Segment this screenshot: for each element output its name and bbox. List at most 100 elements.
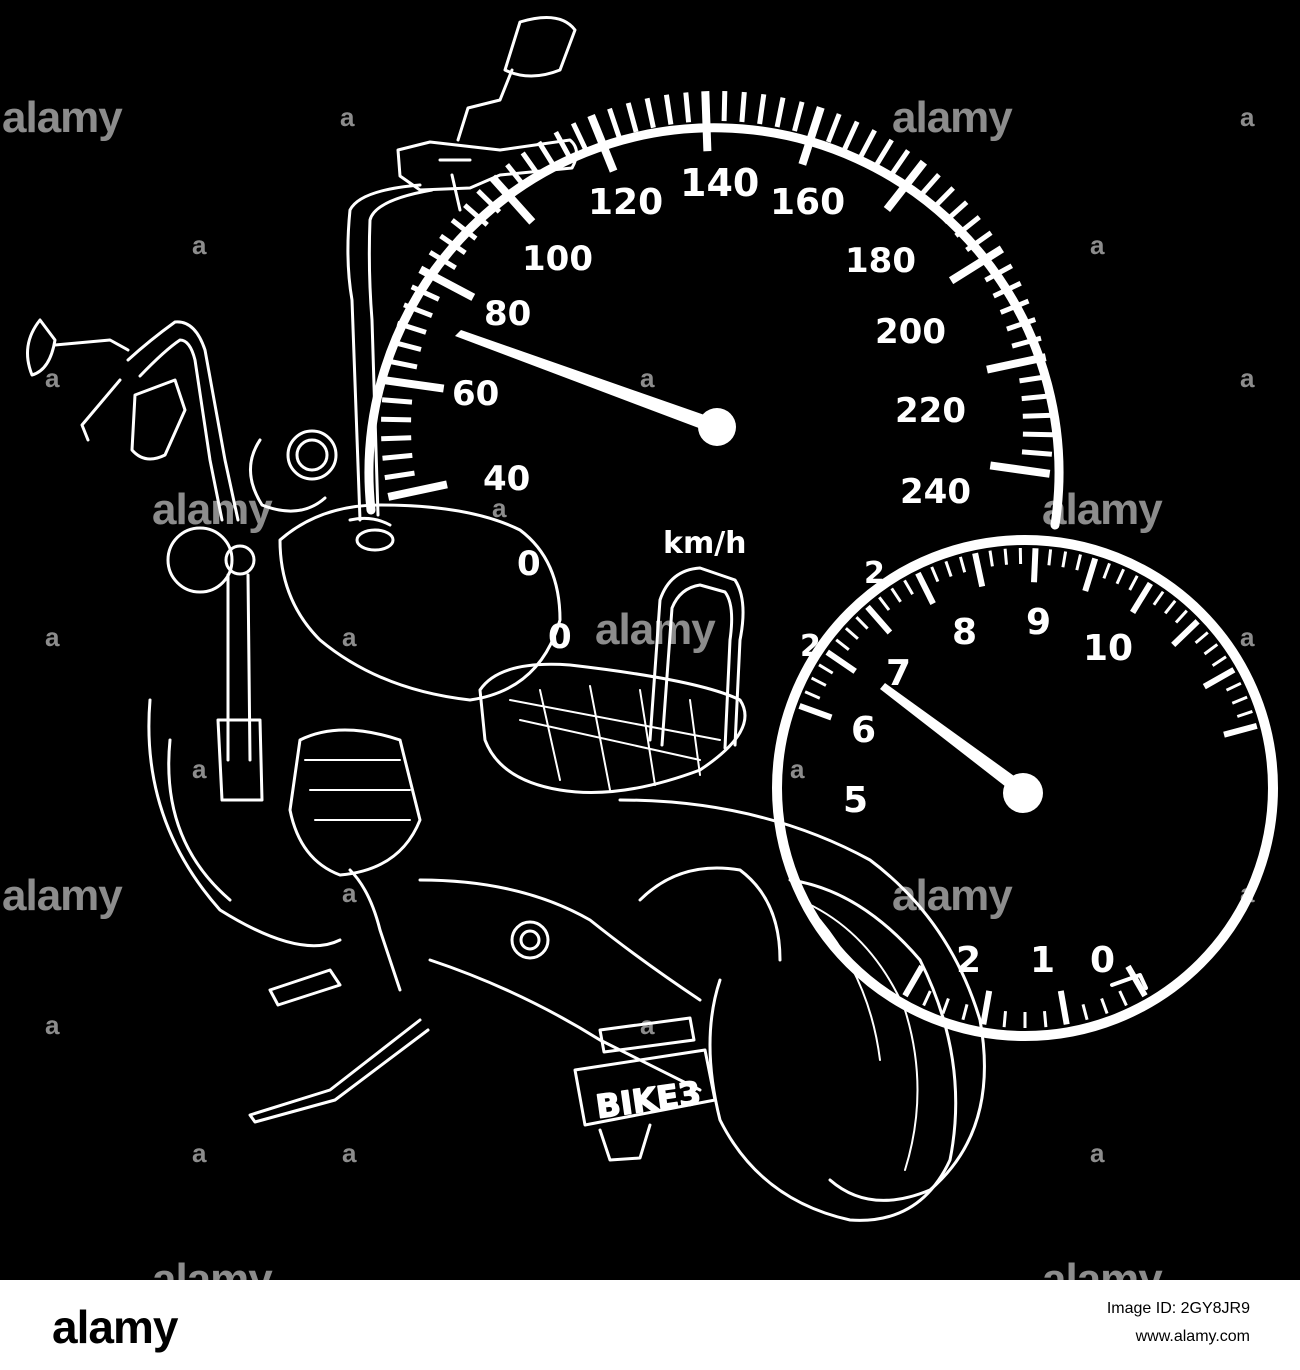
a-watermark-icon: a <box>1090 1138 1105 1168</box>
gauge-minor-tick <box>403 302 433 319</box>
gauge-minor-tick <box>958 556 967 573</box>
watermark-text: alamy <box>1042 485 1163 534</box>
gauge-minor-tick <box>825 113 842 143</box>
gauge-minor-tick <box>1061 551 1068 568</box>
kickstand <box>248 1018 430 1124</box>
gauge-minor-tick <box>1011 335 1042 349</box>
a-watermark-icon: a <box>342 878 357 908</box>
gauge-minor-tick <box>428 250 457 271</box>
gauge-minor-tick <box>1225 681 1242 692</box>
a-watermark-icon: a <box>192 1138 207 1168</box>
watermark-text: alamy <box>2 93 123 142</box>
gauge-minor-tick <box>439 233 467 255</box>
gauge-minor-tick <box>1118 990 1128 1007</box>
gauge-minor-tick <box>1203 643 1219 656</box>
handlebar-gauge <box>286 429 338 481</box>
gauge-minor-tick <box>381 435 412 442</box>
gauge-major-tick <box>798 703 833 721</box>
a-watermark-icon: a <box>342 1138 357 1168</box>
gauge-minor-tick <box>1002 1010 1007 1028</box>
gauge-minor-tick <box>965 230 993 253</box>
gauge-major-tick <box>865 604 893 635</box>
gauge-major-tick <box>418 265 476 301</box>
gauge-major-tick <box>1223 723 1258 738</box>
gauge-minor-tick <box>999 298 1030 315</box>
gauge-minor-tick <box>1022 412 1053 419</box>
footer-logo[interactable]: alamy <box>52 1301 178 1353</box>
a-watermark-icon: a <box>640 1010 655 1040</box>
a-watermark-icon: a <box>45 622 60 652</box>
gauge-major-tick <box>798 106 825 166</box>
gauge-minor-tick <box>930 186 955 212</box>
footer-meta: Image ID: 2GY8JR9 www.alamy.com <box>1107 1300 1250 1346</box>
gauge-major-tick <box>825 649 857 674</box>
gauge-minor-tick <box>1128 575 1139 591</box>
gauge-minor-tick <box>757 93 767 125</box>
gauge-minor-tick <box>1174 609 1188 624</box>
speed-label-240: 240 <box>900 472 971 512</box>
headlight <box>166 526 234 594</box>
speed-label-180: 180 <box>845 241 916 281</box>
gauge-minor-tick <box>1043 1010 1048 1028</box>
gauge-minor-tick <box>1115 568 1125 585</box>
gauge-minor-tick <box>855 616 869 630</box>
gauge-minor-tick <box>903 579 914 596</box>
gauge-major-tick <box>883 159 928 212</box>
site-url-link[interactable]: www.alamy.com <box>1135 1328 1250 1345</box>
gauge-minor-tick <box>625 102 639 133</box>
gauge-minor-tick <box>1102 562 1111 579</box>
tachometer-ticks <box>798 547 1258 1028</box>
gauge-major-tick <box>986 353 1047 374</box>
gauge-minor-tick <box>381 397 413 405</box>
tach-label-5: 5 <box>843 780 868 821</box>
gauge-minor-tick <box>922 990 932 1007</box>
gauge-minor-tick <box>804 690 821 700</box>
gauge-minor-tick <box>992 280 1022 299</box>
gauge-major-tick <box>972 552 986 588</box>
gauge-minor-tick <box>1047 549 1053 566</box>
gauge-minor-tick <box>450 218 478 241</box>
gauge-major-tick <box>1057 990 1070 1025</box>
a-watermark-icon: a <box>1090 230 1105 260</box>
gauge-major-tick <box>1171 619 1200 648</box>
a-watermark-icon: a <box>342 622 357 652</box>
speedometer-needle <box>455 330 716 433</box>
gauge-minor-tick <box>1100 997 1109 1015</box>
gauge-minor-tick <box>1022 431 1053 438</box>
tach-label-0: 0 <box>1090 940 1115 981</box>
speed-label-partial-b: 0 <box>548 617 572 657</box>
tach-label-9: 9 <box>1026 602 1051 643</box>
watermark-text: alamy <box>152 485 273 534</box>
gauge-minor-tick <box>1081 1004 1089 1021</box>
gauge-minor-tick <box>941 997 950 1015</box>
gauge-minor-tick <box>1006 317 1037 332</box>
gauge-major-tick <box>902 964 925 998</box>
right-ape-hanger-bar <box>346 183 422 522</box>
gauge-minor-tick <box>988 550 994 567</box>
gauge-minor-tick <box>889 149 911 177</box>
gauge-major-tick <box>989 461 1051 478</box>
gauge-minor-tick <box>810 676 827 687</box>
speed-label-80: 80 <box>484 294 531 334</box>
gauge-minor-tick <box>384 470 415 481</box>
speed-label-220: 220 <box>895 391 966 431</box>
gauge-minor-tick <box>890 587 902 603</box>
speedometer-gauge: 40 60 80 100 120 140 160 180 200 220 240… <box>364 91 1064 664</box>
gauge-minor-tick <box>536 140 557 169</box>
gauge-minor-tick <box>463 203 489 227</box>
gauge-minor-tick <box>739 91 747 123</box>
gauge-minor-tick <box>858 129 877 158</box>
gauge-major-tick <box>1125 964 1148 998</box>
gauge-major-tick <box>701 91 712 152</box>
tachometer-needle <box>880 683 1028 797</box>
right-handlebar-grip <box>396 138 578 192</box>
tachometer-gauge: 10 9 8 7 6 5 2 1 0 <box>772 535 1278 1041</box>
a-watermark-icon: a <box>192 230 207 260</box>
a-watermark-icon: a <box>790 754 805 784</box>
gauge-minor-tick <box>721 91 728 122</box>
speed-label-100: 100 <box>522 239 593 279</box>
gauge-minor-tick <box>835 638 850 651</box>
gauge-minor-tick <box>917 173 941 199</box>
speedometer-ticks <box>381 91 1053 501</box>
gauge-major-tick <box>1130 581 1153 614</box>
